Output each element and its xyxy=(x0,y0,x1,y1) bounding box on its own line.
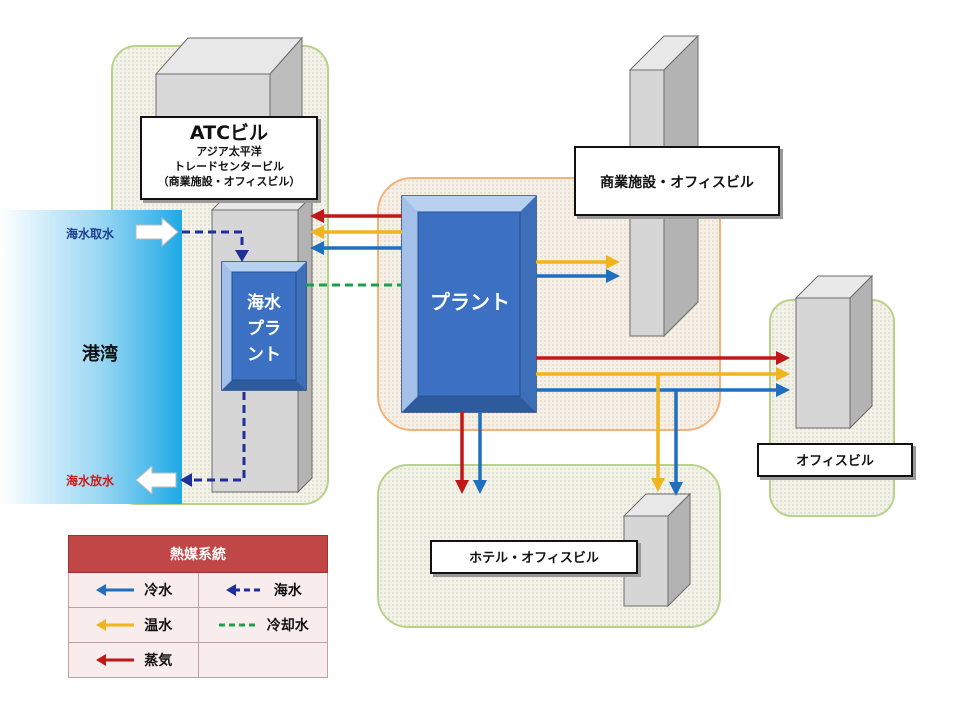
office-building-label: オフィスビル xyxy=(757,443,913,477)
sea-water-arrow-icon xyxy=(225,583,264,596)
sea-plant-line-1: 海水 xyxy=(247,293,281,313)
sea-water-lines xyxy=(182,230,246,482)
plant-label: プラント xyxy=(430,290,510,314)
intake-label: 海水取水 xyxy=(66,227,115,241)
pipes-down-hotel-site xyxy=(460,412,482,482)
atc-building-label: ATCビル アジア太平洋 トレードセンタービル （商業施設・オフィスビル） xyxy=(140,116,318,200)
cold-arrowhead-down xyxy=(473,480,487,494)
pipes-to-commercial xyxy=(536,260,608,278)
office-building-front xyxy=(795,297,851,429)
cold-water-arrow-icon xyxy=(96,583,135,596)
hot-arrowhead-office xyxy=(776,367,790,381)
legend-label-sea-water: 海水 xyxy=(273,582,302,599)
atc-subtitle-3: （商業施設・オフィスビル） xyxy=(157,175,301,188)
hotel-building-label: ホテル・オフィスビル xyxy=(430,540,638,574)
main-plant-box xyxy=(401,195,537,413)
atc-title: ATCビル xyxy=(189,122,269,144)
sea-water-intake-arrowhead xyxy=(235,250,249,262)
cold-arrowhead-commercial xyxy=(606,269,620,283)
hot-arrowhead-hotel xyxy=(651,478,665,492)
cold-arrowhead-hotel xyxy=(669,482,683,496)
bay-label: 港湾 xyxy=(82,344,118,365)
legend-label-steam: 蒸気 xyxy=(144,652,173,669)
cooling-water-line-icon xyxy=(218,623,257,626)
legend-label-cold-water: 冷水 xyxy=(144,582,173,599)
legend-cell-hot-water: 温水 xyxy=(68,607,199,643)
sea-plant-line-3: ント xyxy=(247,345,281,365)
commercial-building-label: 商業施設・オフィスビル xyxy=(574,146,780,216)
hot-arrowhead-atc xyxy=(310,225,324,239)
steam-arrowhead-office xyxy=(776,351,790,365)
legend-cell-cold-water: 冷水 xyxy=(68,572,199,608)
legend-cell-steam: 蒸気 xyxy=(68,642,199,678)
discharge-label: 海水放水 xyxy=(66,474,115,488)
legend: 熱媒系統 冷水 海水 温水 冷却水 xyxy=(68,535,328,678)
legend-cell-cooling-water: 冷却水 xyxy=(197,607,328,643)
legend-title: 熱媒系統 xyxy=(68,535,328,573)
hot-water-arrow-icon xyxy=(96,618,135,631)
hotel-building-side xyxy=(667,492,691,608)
steam-arrowhead-down xyxy=(455,480,469,494)
pipes-to-atc xyxy=(322,214,402,250)
sea-plant-line-2: プラ xyxy=(247,319,281,339)
atc-subtitle-1: アジア太平洋 xyxy=(196,145,262,158)
office-building-side xyxy=(849,274,873,430)
cold-arrowhead-office xyxy=(776,383,790,397)
sea-water-discharge-arrowhead xyxy=(180,473,192,487)
legend-cell-empty xyxy=(197,642,328,678)
atc-subtitle-2: トレードセンタービル xyxy=(174,160,284,173)
sea-water-plant-label: 海水 プラ ント xyxy=(226,290,302,368)
bay-water xyxy=(0,210,182,504)
legend-cell-sea-water: 海水 xyxy=(197,572,328,608)
pipes-branch-hotel xyxy=(656,374,678,484)
steam-arrow-icon xyxy=(96,653,135,666)
cold-arrowhead-atc xyxy=(310,241,324,255)
legend-label-cooling-water: 冷却水 xyxy=(266,617,309,634)
legend-label-hot-water: 温水 xyxy=(144,617,173,634)
hot-arrowhead-commercial xyxy=(606,255,620,269)
sea-water-plant-box xyxy=(221,261,307,391)
discharge-arrow xyxy=(135,464,177,496)
intake-arrow xyxy=(135,216,179,248)
steam-arrowhead-atc xyxy=(310,209,324,223)
